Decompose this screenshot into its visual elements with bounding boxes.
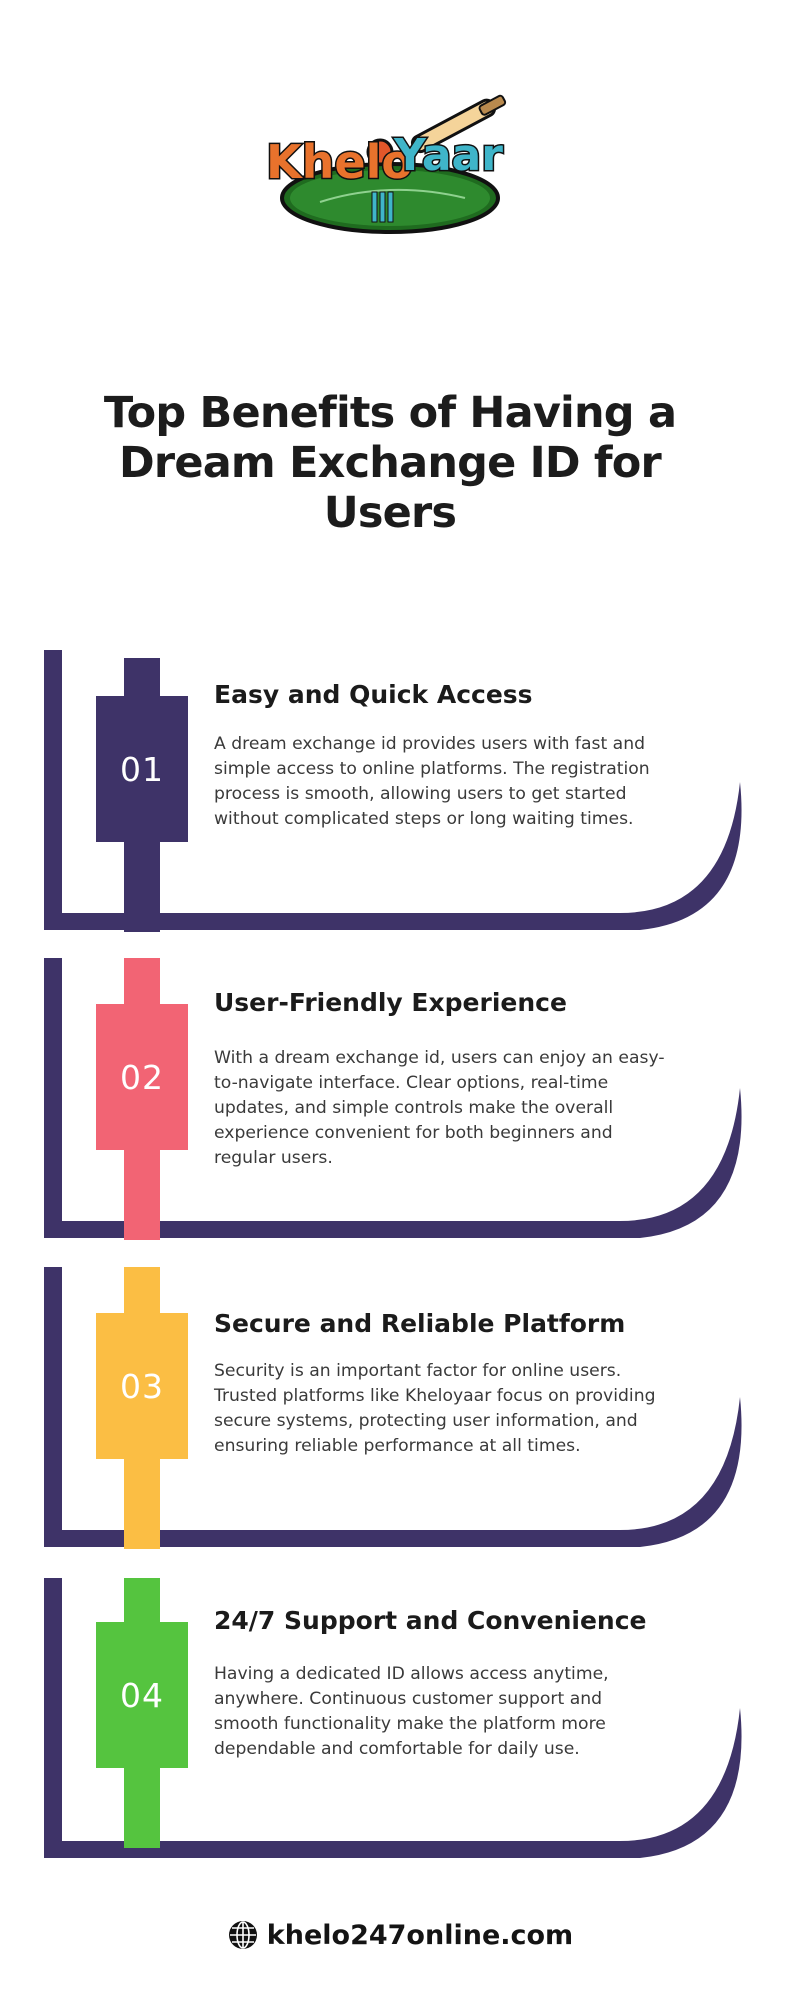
page-title: Top Benefits of Having a Dream Exchange … xyxy=(80,388,700,538)
step-frame xyxy=(44,1267,742,1549)
step-4: 04 24/7 Support and Convenience Having a… xyxy=(0,1578,800,1868)
step-description: Having a dedicated ID allows access anyt… xyxy=(214,1664,609,1759)
step-number: 02 xyxy=(120,1057,164,1097)
step-number: 01 xyxy=(120,749,164,789)
step-number: 04 xyxy=(120,1675,164,1715)
title-line: Top Benefits of Having a xyxy=(103,388,677,438)
step-number: 03 xyxy=(120,1366,164,1406)
footer: khelo247online.com xyxy=(0,1915,800,1955)
step-title: User-Friendly Experience xyxy=(214,988,567,1017)
step-description: With a dream exchange id, users can enjo… xyxy=(214,1048,665,1168)
step-frame xyxy=(44,1578,742,1858)
step-title: 24/7 Support and Convenience xyxy=(214,1606,647,1635)
kheloyaar-logo: Khelo Yaar xyxy=(265,94,507,234)
footer-url[interactable]: khelo247online.com xyxy=(266,1919,574,1951)
step-description: A dream exchange id provides users with … xyxy=(214,734,650,829)
logo-text-khelo: Khelo xyxy=(266,135,413,189)
stumps-icon xyxy=(371,191,394,223)
logo-text-yaar: Yaar xyxy=(393,130,503,181)
step-frame xyxy=(44,958,742,1240)
step-3: 03 Secure and Reliable Platform Security… xyxy=(0,1267,800,1557)
step-title: Secure and Reliable Platform xyxy=(214,1309,626,1338)
step-2: 02 User-Friendly Experience With a dream… xyxy=(0,958,800,1248)
step-title: Easy and Quick Access xyxy=(214,680,533,709)
title-line: Users xyxy=(323,488,457,538)
title-line: Dream Exchange ID for xyxy=(119,438,662,488)
step-1: 01 Easy and Quick Access A dream exchang… xyxy=(0,650,800,940)
globe-icon xyxy=(228,1921,257,1949)
step-frame xyxy=(44,650,742,932)
step-description: Security is an important factor for onli… xyxy=(214,1361,656,1456)
